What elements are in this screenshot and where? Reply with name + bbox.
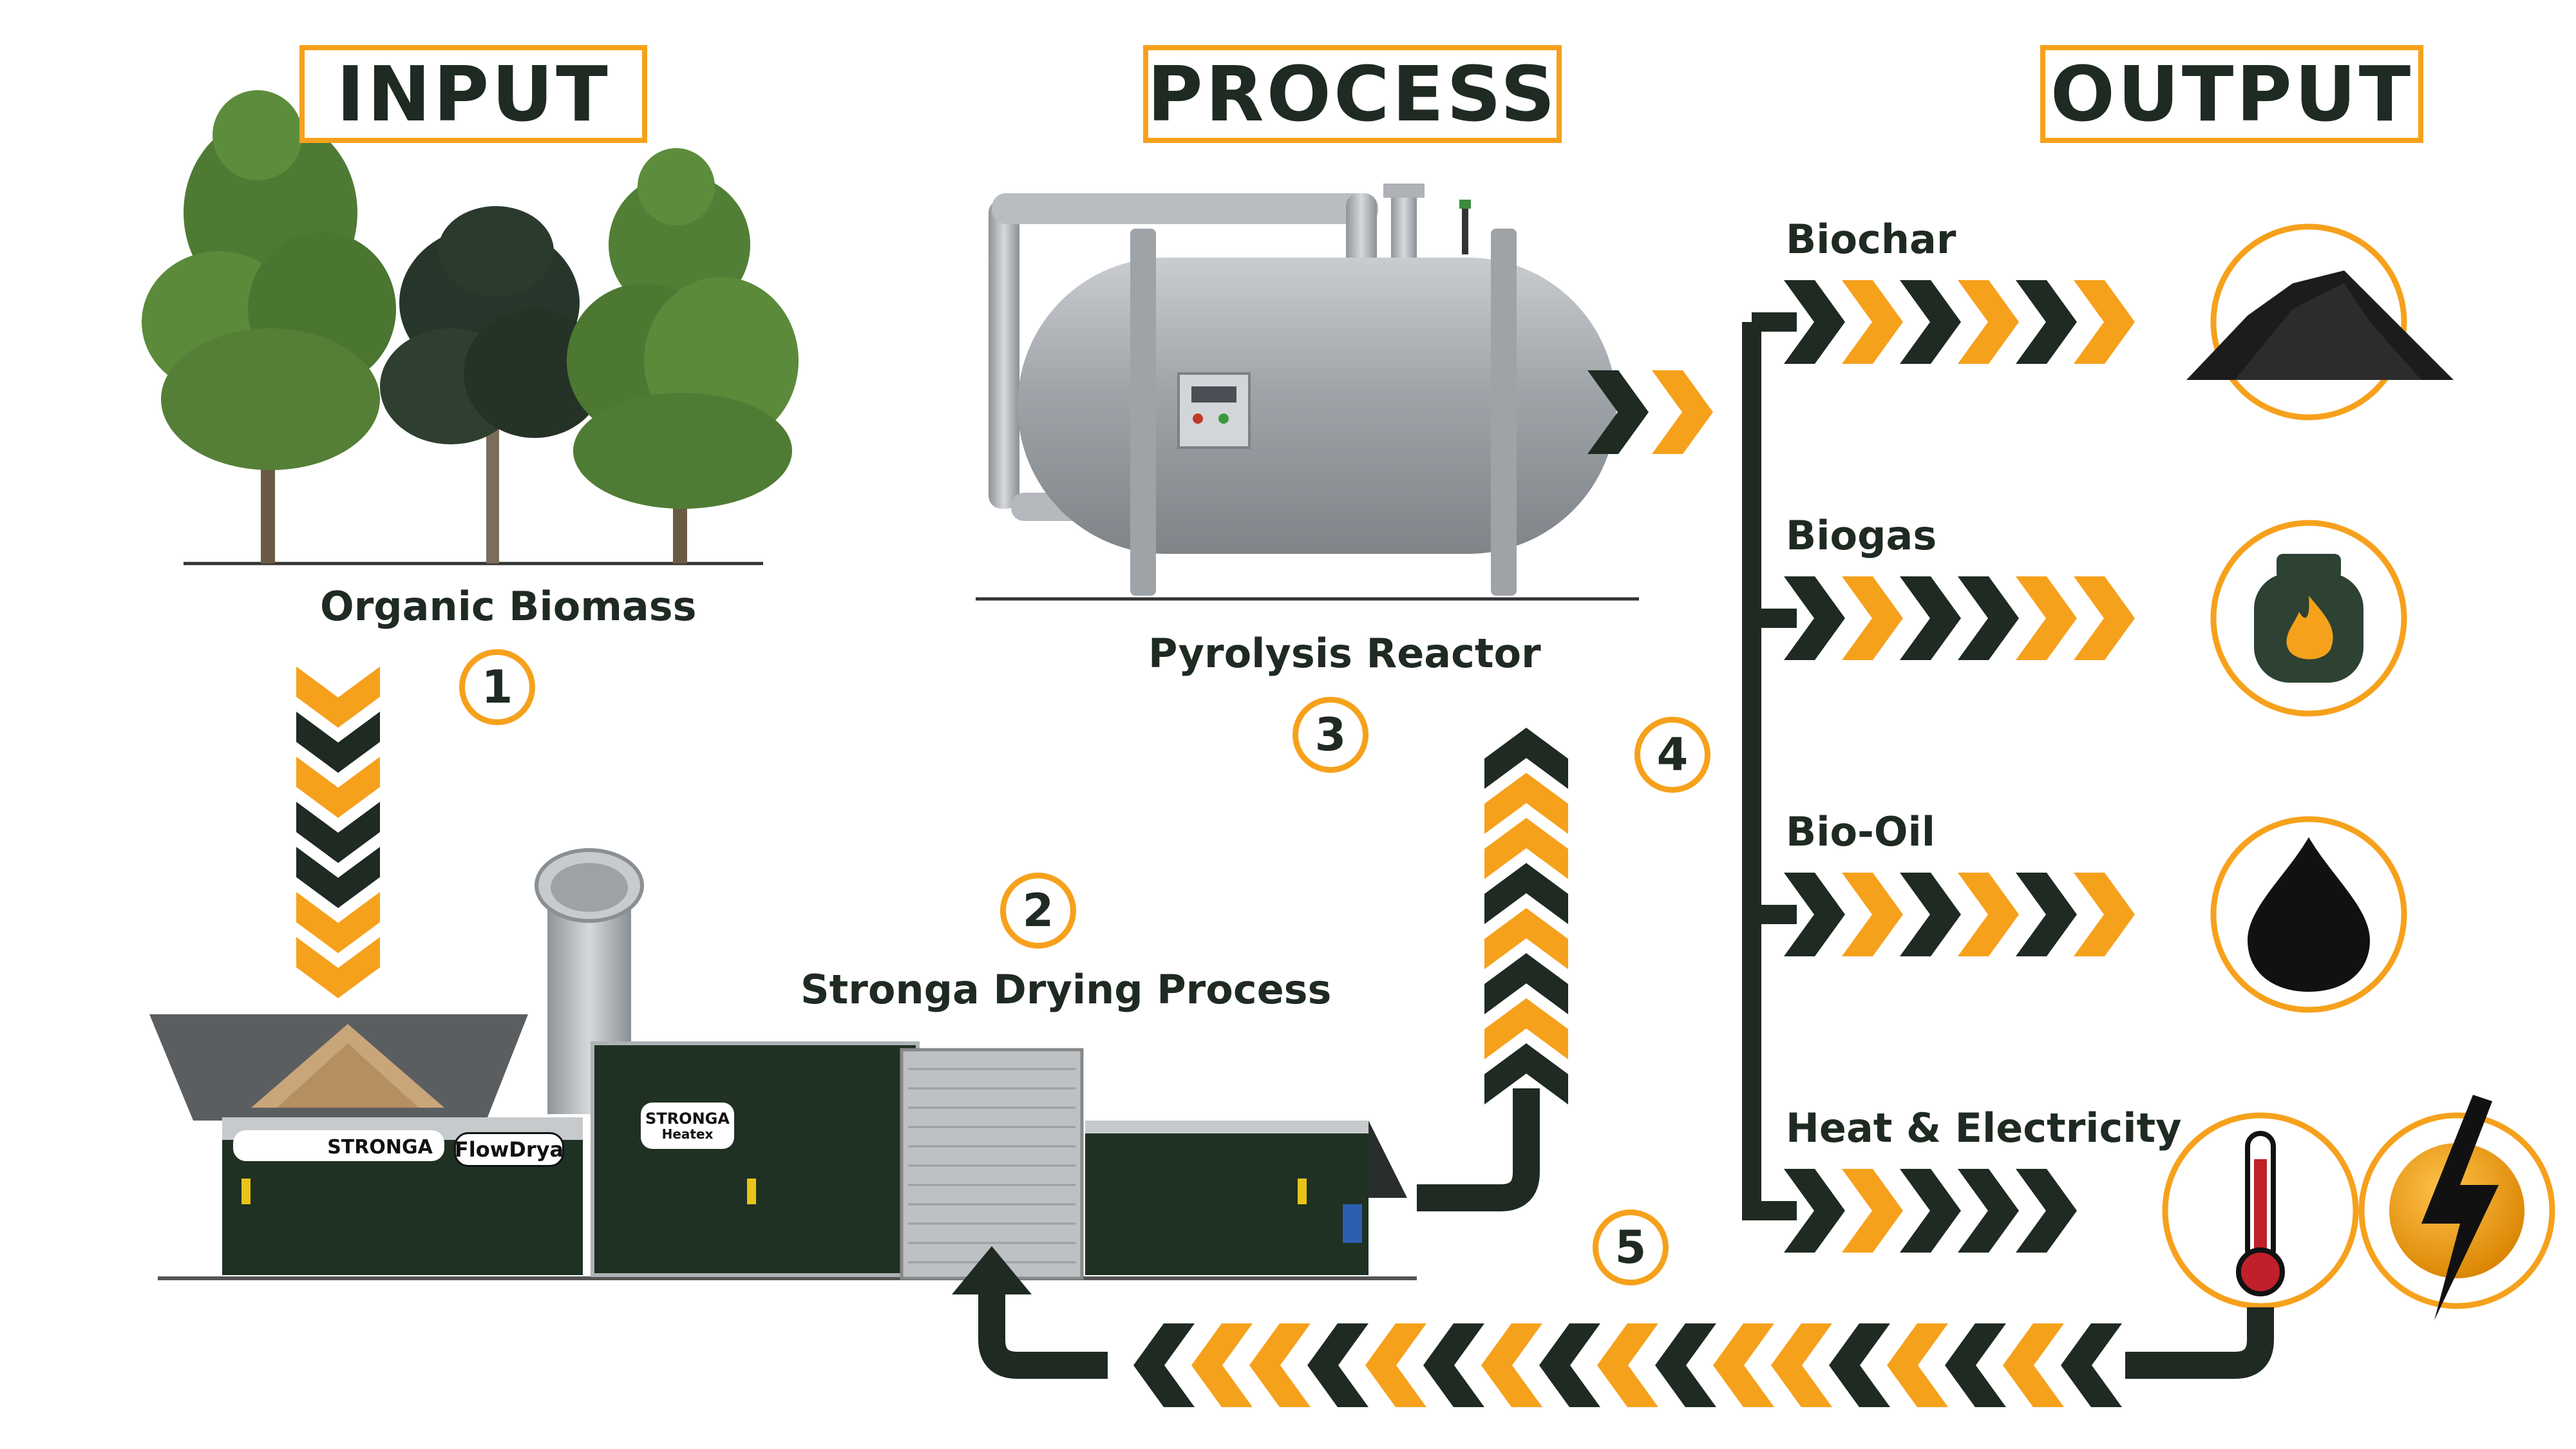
output-label-heat-electricity: Heat & Electricity bbox=[1786, 1104, 2182, 1151]
output-branch-lines bbox=[1742, 312, 1797, 1220]
pyrolysis-reactor-label: Pyrolysis Reactor bbox=[1148, 630, 1541, 677]
output-label-biochar: Biochar bbox=[1786, 216, 1956, 263]
step-3-marker: 3 bbox=[1293, 697, 1368, 773]
drying-process-label: Stronga Drying Process bbox=[800, 966, 1332, 1013]
output-label-bio-oil: Bio-Oil bbox=[1786, 808, 1936, 855]
gas-cylinder-icon bbox=[2210, 520, 2407, 717]
step-1-marker: 1 bbox=[459, 649, 535, 725]
step-5-marker: 5 bbox=[1593, 1209, 1669, 1285]
oil-drop-icon bbox=[2210, 816, 2407, 1013]
step-4-marker: 4 bbox=[1634, 717, 1710, 793]
output-label-biogas: Biogas bbox=[1786, 512, 1937, 559]
input-header: INPUT bbox=[299, 45, 647, 143]
pyrolysis-reactor-illustration bbox=[976, 184, 1713, 601]
machine-brand-badge: STRONGA bbox=[327, 1135, 433, 1159]
heatex-model-text: Heatex bbox=[661, 1126, 714, 1142]
process-header: PROCESS bbox=[1143, 45, 1562, 143]
stronga-dryer-illustration bbox=[149, 848, 1417, 1280]
heatex-brand-badge: STRONGA Heatex bbox=[641, 1103, 734, 1149]
biomass-trees-illustration bbox=[142, 90, 799, 565]
thermometer-icon bbox=[2162, 1112, 2359, 1309]
input-flow-arrows bbox=[296, 667, 380, 998]
lightning-bolt-icon bbox=[2358, 1095, 2555, 1320]
heatex-brand-text: STRONGA bbox=[645, 1109, 730, 1128]
machine-model-badge: FlowDrya bbox=[454, 1132, 564, 1167]
heat-return-flow-arrows bbox=[952, 1246, 2274, 1407]
output-header: OUTPUT bbox=[2040, 45, 2423, 143]
biochar-pile-icon bbox=[2186, 223, 2454, 421]
step-2-marker: 2 bbox=[1000, 873, 1076, 949]
dried-biomass-flow-arrows bbox=[1417, 728, 1568, 1211]
organic-biomass-label: Organic Biomass bbox=[320, 583, 697, 630]
